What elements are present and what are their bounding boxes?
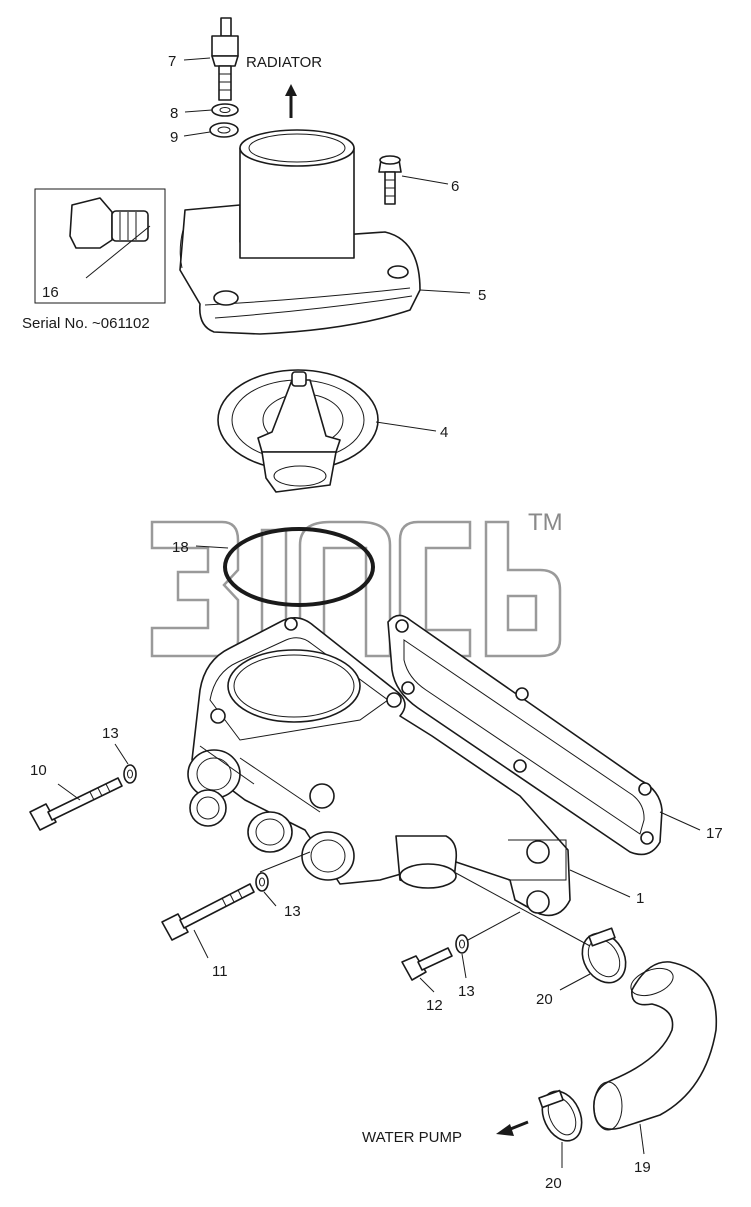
callout-labels: 7 8 9 6 5 16 4 18 17 1 10 13 13 11 12 13… xyxy=(30,53,723,1192)
serial-inset-box xyxy=(34,188,166,304)
callout-4: 4 xyxy=(440,424,448,441)
part-13-washer-a xyxy=(123,764,137,784)
part-17-gasket xyxy=(387,614,663,856)
callout-11: 11 xyxy=(212,963,228,980)
callout-20-lower: 20 xyxy=(545,1175,562,1192)
callout-5: 5 xyxy=(478,287,486,304)
callout-10: 10 xyxy=(30,762,47,779)
part-4-thermostat xyxy=(217,369,379,493)
part-20-hose-clamp-b xyxy=(538,1089,583,1142)
part-19-hose xyxy=(593,961,718,1131)
part-8-lock-washer xyxy=(211,103,239,117)
part-5-thermostat-housing xyxy=(179,129,421,335)
trademark-mark: TM xyxy=(528,509,563,536)
callout-17: 17 xyxy=(706,825,723,842)
radiator-flow-arrow xyxy=(285,84,297,118)
part-13-washer-b xyxy=(255,872,269,892)
part-18-o-ring xyxy=(223,527,375,607)
callout-12: 12 xyxy=(426,997,443,1014)
callout-19: 19 xyxy=(634,1159,651,1176)
part-1-water-outlet-housing xyxy=(187,617,571,917)
part-10-bolt xyxy=(29,777,123,831)
callout-13-lower: 13 xyxy=(458,983,475,1000)
part-11-bolt xyxy=(161,883,255,941)
water-pump-flow-arrow xyxy=(496,1120,529,1136)
callout-16: 16 xyxy=(42,284,59,301)
radiator-label: RADIATOR xyxy=(246,54,322,71)
captions: RADIATOR Serial No. ~061102 WATER PUMP xyxy=(22,54,462,1146)
callout-7: 7 xyxy=(168,53,176,70)
callout-leaders xyxy=(57,57,701,1168)
callout-18: 18 xyxy=(172,539,189,556)
callout-9: 9 xyxy=(170,129,178,146)
callout-13-upper: 13 xyxy=(102,725,119,742)
part-13-washer-c xyxy=(455,934,469,954)
callout-8: 8 xyxy=(170,105,178,122)
part-6-bolt xyxy=(378,155,402,205)
part-7-stud xyxy=(211,17,239,101)
callout-6: 6 xyxy=(451,178,459,195)
watermark-logo: TM xyxy=(150,509,563,658)
serial-number-note: Serial No. ~061102 xyxy=(22,315,150,332)
callout-13-middle: 13 xyxy=(284,903,301,920)
part-12-bolt xyxy=(401,947,453,981)
callout-1: 1 xyxy=(636,890,644,907)
callout-20-upper: 20 xyxy=(536,991,553,1008)
part-9-washer xyxy=(209,122,239,138)
water-pump-label: WATER PUMP xyxy=(362,1129,462,1146)
part-20-hose-clamp-a xyxy=(581,927,627,984)
